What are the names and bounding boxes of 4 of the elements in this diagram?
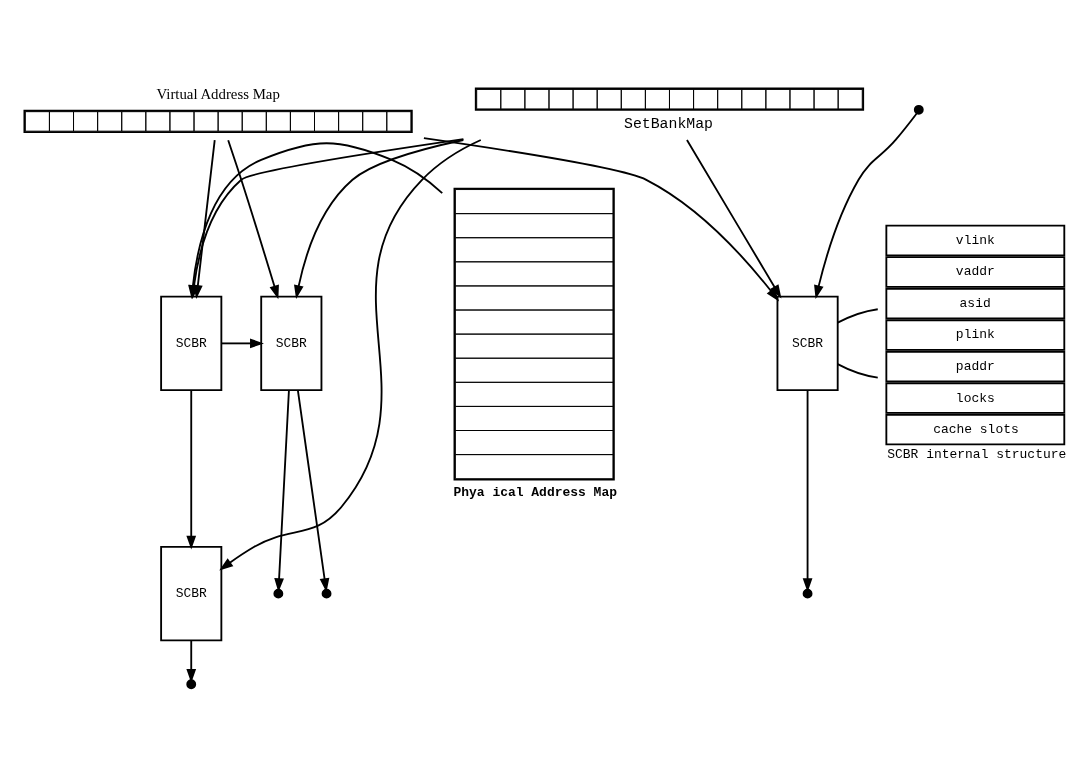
- node-label: SetBankMap: [624, 116, 713, 133]
- node-label: Virtual Address Map: [156, 86, 280, 103]
- node-label: SCBR internal structure: [887, 446, 1067, 462]
- node-label: Phya ical Address Map: [453, 484, 617, 500]
